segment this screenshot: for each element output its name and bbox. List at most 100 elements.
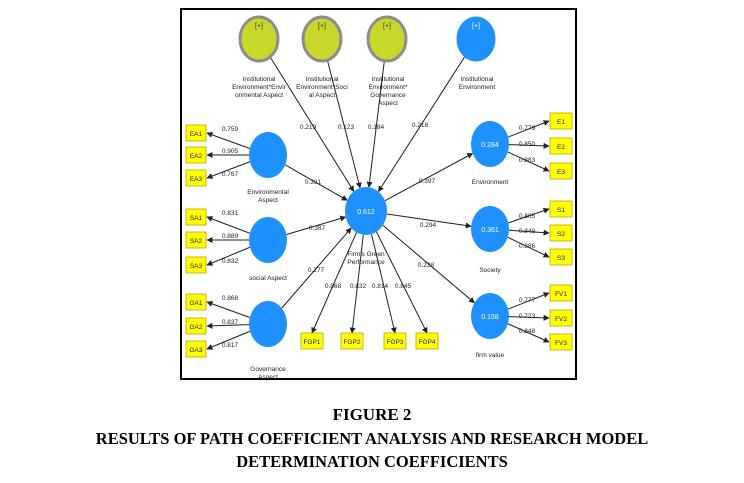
indicator-label-GA1: GA1 (189, 300, 202, 307)
construct-label-soc_aspect-line-1: social Aspect (249, 275, 287, 282)
loading-E3: 0.883 (519, 157, 536, 164)
path-coef-gov_aspect: 0.277 (308, 267, 325, 274)
loading-S2: 0.849 (519, 228, 536, 235)
path-coef-mod_env: 0.219 (300, 124, 317, 131)
path-coef-firm_value: 0.238 (418, 262, 435, 269)
construct-label-inst_env-line-1: Institutional (461, 76, 494, 83)
indicator-S2 (549, 224, 573, 242)
loading-E1: 0.779 (519, 125, 536, 132)
figure-caption-line-2: DETERMINATION COEFFICIENTS (236, 452, 508, 471)
indicator-label-S1: S1 (557, 207, 565, 214)
loading-arrow-GA2 (206, 322, 250, 329)
construct-label-gov_aspect-line-1: Governance (250, 366, 286, 373)
expand-marker-mod_env: [+] (255, 23, 263, 30)
loading-SA3: 0.832 (222, 258, 239, 265)
construct-label-inst_env-line-2: Environment (459, 84, 496, 91)
construct-environment (471, 121, 509, 167)
path-lines (206, 56, 550, 350)
indicator-SA1 (185, 208, 207, 226)
loading-arrow-FGP1 (311, 232, 357, 334)
r-squared-fgp: 0.612 (357, 209, 375, 216)
loading-arrow-FGP2 (349, 234, 364, 334)
path-coef-mod_soc: 0.123 (338, 124, 355, 131)
indicator-label-FGP2: FGP2 (344, 339, 361, 346)
indicator-label-FGP3: FGP3 (387, 339, 404, 346)
loading-arrow-E2 (508, 142, 550, 149)
path-arrow-inst_env (377, 56, 466, 193)
indicator-label-S2: S2 (557, 231, 565, 238)
indicator-FV3 (549, 333, 573, 351)
indicator-label-FGP1: FGP1 (304, 339, 321, 346)
loading-FGP2: 0.832 (350, 283, 367, 290)
indicator-label-FV1: FV1 (555, 291, 567, 298)
indicator-S3 (549, 248, 573, 266)
indicator-E1 (549, 112, 573, 130)
path-coef-environment: 0.397 (419, 178, 436, 185)
construct-label-mod_gov-line-1: Institutional (372, 76, 405, 83)
loading-SA2: 0.889 (222, 233, 239, 240)
indicator-FGP3 (383, 332, 407, 350)
construct-label-env_aspect-line-1: Environmental (247, 189, 289, 196)
construct-label-mod_gov-line-4: Aspect (378, 100, 398, 107)
construct-label-fgp-line-1: Firm's Green (347, 251, 385, 258)
loading-SA1: 0.831 (222, 210, 239, 217)
construct-label-mod_env-line-2: Environment*Envir (232, 84, 287, 91)
indicator-label-SA2: SA2 (190, 238, 203, 245)
indicator-label-E1: E1 (557, 119, 565, 126)
path-arrow-mod_env (269, 56, 355, 192)
construct-mod_env (238, 15, 280, 63)
figure-caption-line-1: RESULTS OF PATH COEFFICIENT ANALYSIS AND… (95, 429, 649, 448)
indicator-label-GA3: GA3 (189, 347, 202, 354)
indicator-E3 (549, 162, 573, 180)
indicator-SA3 (185, 256, 207, 274)
construct-env_aspect (249, 132, 287, 178)
path-coef-mod_gov: 0.184 (368, 124, 385, 131)
path-coef-inst_env: 0.218 (412, 122, 429, 129)
indicator-SA2 (185, 231, 207, 249)
indicator-label-EA1: EA1 (190, 131, 203, 138)
construct-label-mod_env-line-1: Institutional (243, 76, 276, 83)
loading-arrow-S1 (508, 207, 550, 224)
construct-label-mod_soc-line-1: Institutional (306, 76, 339, 83)
loading-FGP4: 0.845 (395, 283, 412, 290)
indicator-EA3 (185, 169, 207, 187)
indicator-label-SA1: SA1 (190, 215, 203, 222)
loading-arrow-SA1 (206, 216, 251, 234)
loading-FGP1: 0.868 (325, 283, 342, 290)
path-arrow-mod_soc (326, 59, 362, 189)
construct-label-mod_gov-line-3: Governance (370, 92, 406, 99)
loading-GA3: 0.817 (222, 342, 239, 349)
construct-firm_value (471, 293, 509, 339)
loading-EA3: 0.767 (222, 171, 239, 178)
loading-arrow-FV3 (507, 323, 550, 343)
path-arrow-soc_aspect (286, 215, 347, 236)
loading-arrow-E3 (507, 151, 550, 172)
loading-FV3: 0.848 (519, 328, 536, 335)
indicator-FV2 (549, 309, 573, 327)
path-arrow-gov_aspect (281, 227, 352, 309)
r-squared-society: 0.361 (481, 227, 499, 234)
figure-title: FIGURE 2 (332, 405, 412, 424)
path-arrow-mod_gov (366, 60, 385, 188)
indicator-label-FV2: FV2 (555, 316, 567, 323)
construct-label-gov_aspect-line-2: Aspect (258, 374, 278, 381)
loading-arrow-E1 (507, 120, 550, 138)
construct-label-fgp-line-2: Performance (347, 259, 385, 266)
loading-arrow-FV1 (507, 292, 550, 310)
loading-FV1: 0.777 (519, 297, 536, 304)
path-coef-society: 0.294 (420, 222, 437, 229)
loading-FGP3: 0.814 (372, 283, 389, 290)
construct-label-environment-line-1: Environment (472, 179, 509, 186)
loading-EA2: 0.905 (222, 148, 239, 155)
construct-label-mod_env-line-3: onmental Aspect (235, 92, 283, 99)
construct-soc_aspect (249, 217, 287, 263)
indicator-EA1 (185, 124, 207, 142)
loading-S1: 0.805 (519, 213, 536, 220)
indicator-FV1 (549, 284, 573, 302)
indicator-label-FGP4: FGP4 (419, 339, 436, 346)
loading-arrow-S2 (508, 229, 550, 236)
indicator-label-FV3: FV3 (555, 340, 567, 347)
loading-arrow-FV2 (508, 314, 550, 321)
